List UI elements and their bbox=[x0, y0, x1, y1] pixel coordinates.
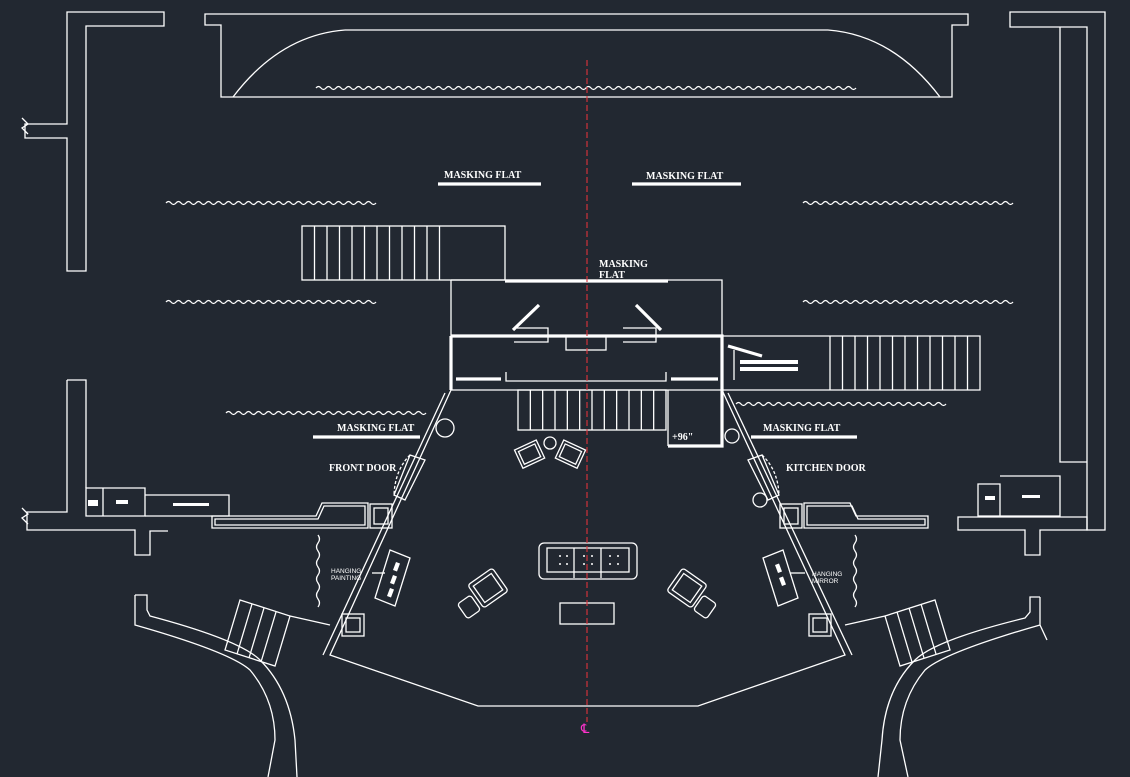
kitchen-door: KITCHEN DOOR bbox=[747, 454, 867, 501]
masking-flat-lower-right-label: MASKING FLAT bbox=[763, 423, 841, 434]
stage-left-stair bbox=[301, 225, 506, 281]
hanging-mirror: HANGING MIRROR bbox=[762, 534, 858, 637]
curtain-wave bbox=[735, 401, 947, 407]
masking-flat-upper-right-label: MASKING FLAT bbox=[646, 171, 724, 182]
curtain-wave bbox=[802, 200, 1014, 206]
left-side-unit bbox=[85, 487, 393, 529]
masking-flat-lower-left-label: MASKING FLAT bbox=[337, 423, 415, 434]
hanging-painting: HANGING PAINTING bbox=[315, 534, 411, 637]
curtain-wave bbox=[165, 200, 377, 206]
kitchen-door-label: KITCHEN DOOR bbox=[786, 463, 867, 474]
column-right-lower bbox=[752, 492, 768, 508]
centerline-symbol: ℄ bbox=[580, 721, 590, 736]
hanging-mirror-label-1: HANGING bbox=[812, 571, 842, 578]
column-left bbox=[435, 418, 455, 438]
masking-flat-center-label-1: MASKING bbox=[599, 259, 648, 270]
armchair-lower-right bbox=[667, 568, 707, 608]
front-door-label: FRONT DOOR bbox=[329, 463, 397, 474]
sofa bbox=[538, 542, 638, 580]
front-door: FRONT DOOR bbox=[329, 454, 426, 501]
curtain-wave bbox=[315, 85, 857, 91]
stage-right-stair bbox=[722, 335, 981, 391]
ottoman-left bbox=[457, 595, 481, 619]
hanging-painting-label-1: HANGING bbox=[331, 568, 361, 575]
house-right-wall bbox=[844, 596, 1048, 777]
masking-flat-upper-left-label: MASKING FLAT bbox=[444, 170, 522, 181]
center-stair bbox=[517, 389, 667, 431]
curtain-wave bbox=[165, 299, 377, 305]
armchair-lower-left bbox=[468, 568, 508, 608]
right-side-unit bbox=[779, 475, 1061, 529]
column-right bbox=[724, 428, 740, 444]
armchair-upper-left bbox=[513, 439, 546, 470]
hanging-mirror-label-2: MIRROR bbox=[812, 578, 839, 585]
curtain-lines bbox=[165, 85, 1014, 416]
side-table-round bbox=[543, 436, 557, 450]
ottoman-right bbox=[693, 595, 717, 619]
armchair-upper-right bbox=[554, 439, 587, 470]
right-wall bbox=[957, 11, 1106, 556]
left-wall bbox=[20, 11, 168, 556]
masking-flat-center-label-2: FLAT bbox=[599, 270, 625, 281]
proscenium-structure bbox=[204, 13, 969, 98]
elevation-label: +96" bbox=[672, 432, 693, 443]
house-left-wall bbox=[134, 594, 331, 777]
curtain-wave bbox=[802, 299, 1014, 305]
hanging-painting-label-2: PAINTING bbox=[331, 575, 361, 582]
curtain-wave bbox=[225, 410, 427, 416]
